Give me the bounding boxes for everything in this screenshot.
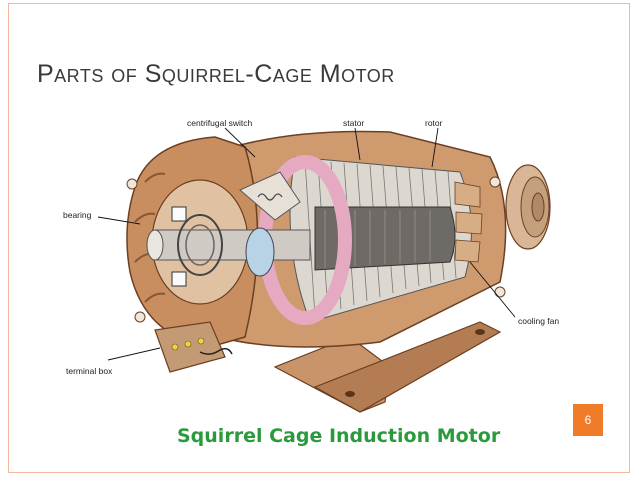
frame-line-bottom — [8, 472, 630, 473]
frame-line-top — [8, 3, 630, 4]
frame-line-left — [8, 3, 9, 473]
label-stator: stator — [343, 118, 364, 128]
page-number-badge: 6 — [573, 404, 603, 436]
motor-diagram: centrifugal switch stator rotor bearing … — [63, 118, 559, 447]
diagram-caption: Squirrel Cage Induction Motor — [177, 425, 501, 447]
label-centrifugal-switch: centrifugal switch — [187, 118, 252, 128]
slide-title: Parts of Squirrel-Cage Motor — [37, 60, 395, 88]
motor-illustration — [126, 130, 551, 413]
label-rotor: rotor — [425, 118, 443, 128]
frame-line-right — [629, 3, 630, 473]
label-cooling-fan: cooling fan — [518, 316, 559, 326]
leader-lines — [97, 127, 516, 361]
label-terminal-box: terminal box — [66, 366, 113, 376]
label-bearing: bearing — [63, 210, 92, 220]
